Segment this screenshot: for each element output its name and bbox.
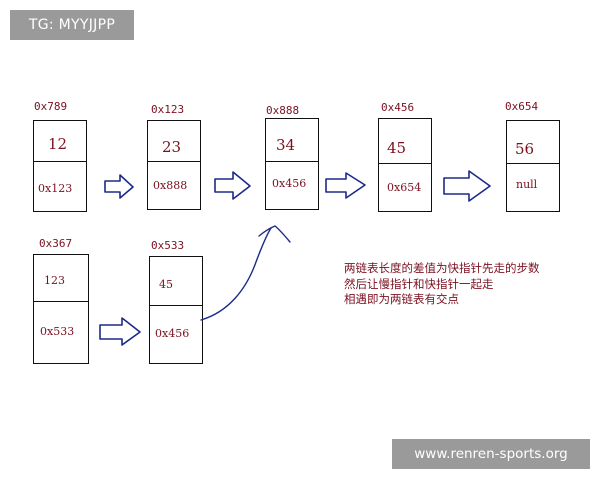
note-line-1: 两链表长度的差值为快指针先走的步数	[344, 261, 540, 275]
node-a2: 23 0x888	[147, 120, 201, 210]
node-a5-next: null	[516, 178, 538, 191]
node-b1-next: 0x533	[40, 325, 75, 338]
note-line-3: 相遇即为两链表有交点	[344, 292, 459, 306]
arrow-b2-to-a4-head	[258, 225, 291, 243]
arrow-a4-to-a5	[443, 170, 491, 202]
node-divider	[34, 301, 88, 302]
arrow-a2-to-a3	[214, 171, 251, 200]
node-a1-value: 12	[48, 135, 68, 153]
node-b2: 45 0x456	[149, 256, 203, 364]
node-a5: 56 null	[506, 120, 560, 212]
node-b1-value: 123	[44, 274, 65, 287]
arrow-a1-to-a2	[104, 174, 134, 199]
node-divider	[148, 161, 200, 162]
node-a3-next: 0x456	[272, 177, 307, 190]
node-a1-next: 0x123	[38, 182, 73, 195]
node-a1: 12 0x123	[33, 120, 87, 212]
node-divider	[266, 161, 318, 162]
node-b2-value: 45	[159, 278, 173, 291]
node-a2-value: 23	[162, 138, 182, 156]
note-line-2: 然后让慢指针和快指针一起走	[344, 277, 494, 291]
node-a4-value: 45	[387, 139, 407, 157]
node-a3: 34 0x456	[265, 118, 319, 210]
node-a2-next: 0x888	[153, 179, 188, 192]
node-a5-address: 0x654	[505, 100, 539, 113]
node-a2-address: 0x123	[151, 103, 185, 116]
node-a4-address: 0x456	[381, 101, 415, 114]
node-divider	[34, 161, 86, 162]
node-divider	[150, 305, 202, 306]
node-b2-address: 0x533	[151, 239, 185, 252]
node-b2-next: 0x456	[155, 327, 190, 340]
arrow-b1-to-b2	[99, 317, 141, 346]
node-b1-address: 0x367	[39, 237, 73, 250]
node-b1: 123 0x533	[33, 254, 89, 364]
arrow-a3-to-a4	[325, 172, 366, 199]
node-a3-address: 0x888	[266, 104, 300, 117]
node-a4-next: 0x654	[387, 181, 422, 194]
arrow-b2-to-a4-curve	[200, 227, 272, 321]
site-watermark: www.renren-sports.org	[392, 439, 590, 469]
node-a4: 45 0x654	[378, 118, 432, 212]
node-divider	[379, 163, 431, 164]
node-a3-value: 34	[276, 136, 296, 154]
node-a1-address: 0x789	[34, 100, 68, 113]
node-a5-value: 56	[515, 140, 535, 158]
node-divider	[507, 163, 559, 164]
tag-watermark: TG: MYYJJPP	[10, 10, 134, 40]
